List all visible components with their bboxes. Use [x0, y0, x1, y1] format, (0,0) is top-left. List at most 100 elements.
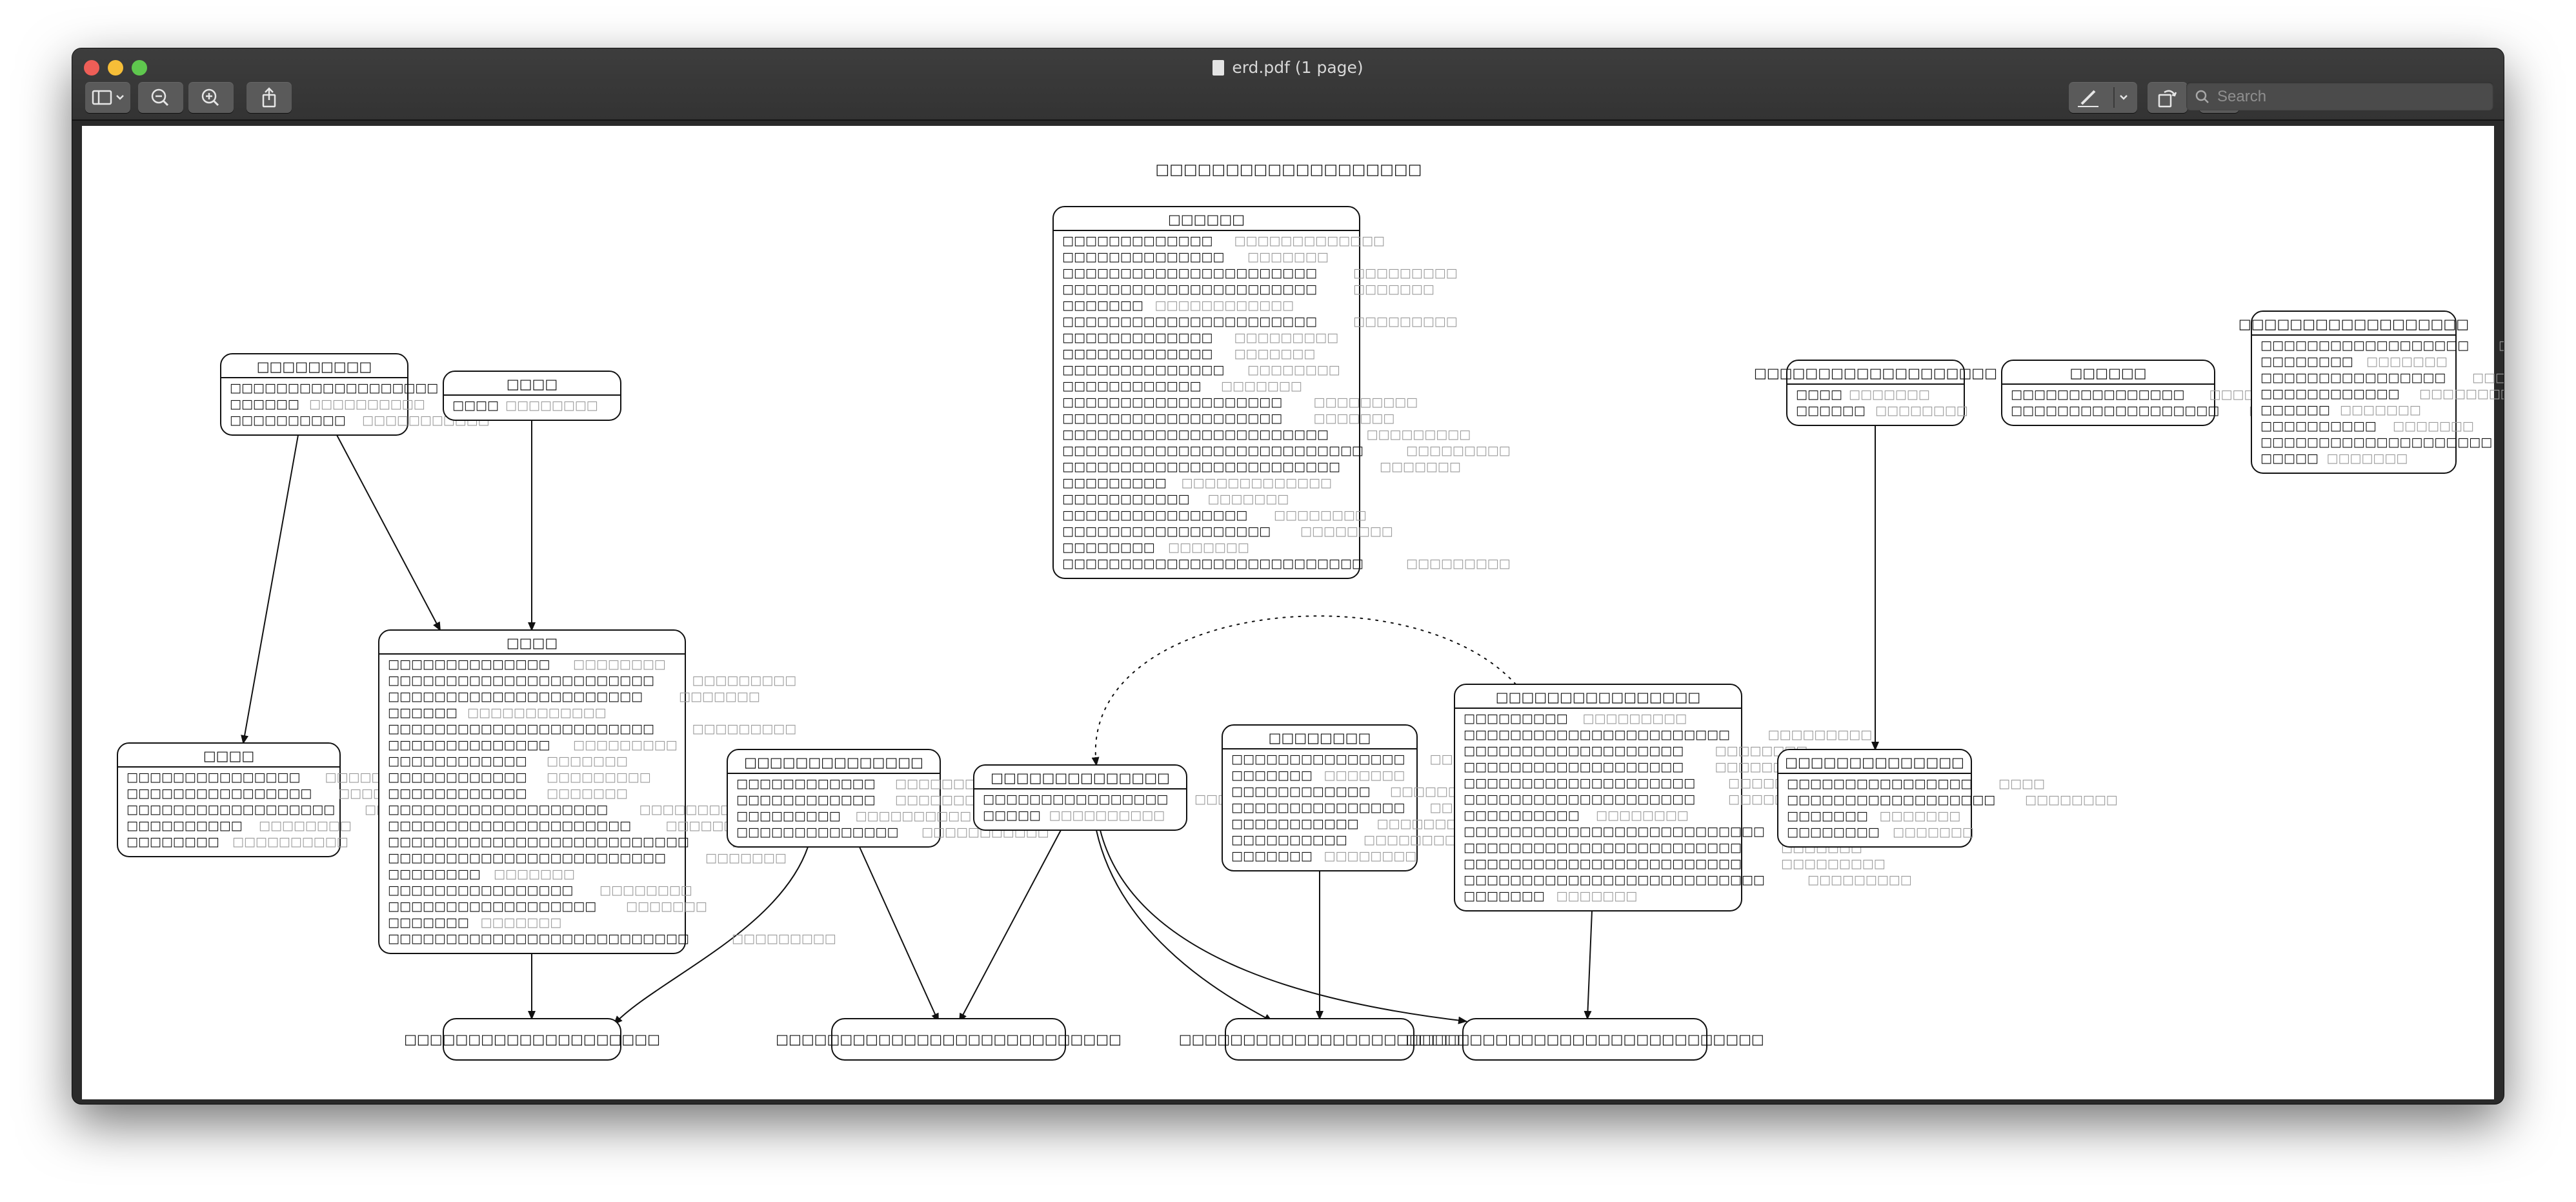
minimize-window-button[interactable]: [108, 60, 123, 76]
window-title: erd.pdf (1 page): [72, 55, 2504, 81]
field-name: □□□□□□□□□□□□□□□: [1231, 800, 1405, 815]
search-input[interactable]: [2216, 82, 2490, 112]
field-type: □□□□□□□: [2327, 451, 2408, 465]
field-name: □□□□□□□□□□□□□□□□□□□□□□□: [1464, 728, 1730, 742]
field-type: □□□□□□□□□□□□□: [1182, 476, 1332, 490]
document-icon: [1213, 60, 1225, 76]
field-type: □□□□□□□: [2340, 403, 2421, 417]
field-name: □□□□: [1796, 387, 1842, 402]
field-name: □□□□□□□□□: [1062, 476, 1167, 490]
field-name: □□□□□□□□□□□□□□□□□□□□□□□□□□: [1464, 824, 1765, 839]
field-type: □□□□□□□□: [1324, 849, 1417, 863]
field-type: □□□□□□□□: [573, 657, 666, 671]
field-name: □□□□□□□□□: [736, 809, 841, 823]
field-name: □□□□□□□□□□□□□□□□□□□□□: [388, 819, 631, 833]
field-name: □□□□□□□□□□□□: [1231, 784, 1370, 799]
zoom-window-button[interactable]: [132, 60, 147, 76]
rotate-icon: [2158, 90, 2177, 108]
search-field[interactable]: [2186, 82, 2493, 112]
field-type: □□□□□□□□: [1247, 363, 1340, 377]
field-type: □□□□□□□□□: [1406, 556, 1511, 571]
field-type: □□□□□□□: [1208, 492, 1289, 506]
field-type: □□□□□□□: [2366, 354, 2448, 369]
field-name: □□□□□□□□□□□□□□□□□□: [1062, 524, 1271, 538]
field-type: □□□□□□□□: [505, 398, 598, 413]
field-type: □□□□□□□: [547, 754, 628, 768]
field-name: □□□□□□□□□□□□□□□: [2011, 387, 2184, 402]
entity-box: [378, 629, 686, 954]
field-name: □□□□□□□□□□□□□□□□□□□□□□: [1062, 282, 1317, 296]
target-node-0: □□□□□□□□□□□□□□□□□□□□: [404, 1018, 660, 1061]
field-name: □□□□□□□□□□: [1231, 833, 1347, 847]
sidebar-icon: [92, 90, 124, 105]
field-name: □□□□□□□□□□□□□□: [1062, 250, 1224, 264]
entity-box: [2001, 360, 2215, 426]
search-icon: [2195, 90, 2209, 103]
field-name: □□□□□□□□□□□□□□□□□□: [2011, 403, 2219, 418]
field-name: □□□□□□□□□□□: [1231, 817, 1358, 831]
field-name: □□□□□□□: [1231, 849, 1313, 863]
field-type: □□□□□□□□□□: [2419, 387, 2504, 401]
entity-12: □□□□□□□□□□□□□□□□□□□□□□□□□□□□□□□□□□□□□□□□…: [1777, 749, 2118, 848]
edge-8-6-dotted: [1091, 615, 1516, 766]
field-type: □□□□□□□□□□□□□: [1234, 234, 1385, 248]
close-window-button[interactable]: [84, 60, 99, 76]
erd-diagram: □□□□□□□□□□□□□□□□□□□□□□□□□□□□□□□□□□□□□□□□…: [117, 161, 2504, 1061]
field-name: □□□□: [452, 398, 499, 413]
field-name: □□□□□□□□□□□□□□□□□□: [388, 899, 596, 913]
field-name: □□□□□: [2260, 451, 2319, 465]
entity-title: □□□□□□□□□□□□□□□□: [1496, 689, 1700, 705]
target-box: [831, 1018, 1066, 1061]
target-node-2: □□□□□□□□□□□□□□□□□□□□□□: [1179, 1018, 1461, 1061]
entity-title: □□□□: [507, 635, 558, 651]
field-type: □□□□□□□: [1377, 817, 1458, 831]
field-name: □□□□□□□□□□□□□□□□□□: [1787, 793, 1995, 807]
markup-button[interactable]: [2069, 82, 2137, 113]
zoom-out-icon: [151, 88, 169, 107]
field-type: □□□□□□□□□: [1583, 711, 1687, 726]
field-type: □□□□□□□: [1556, 889, 1638, 903]
target-box: [443, 1018, 621, 1061]
field-type: □□□□□□□□□: [1353, 314, 1458, 329]
field-name: □□□□□□□□□□□□□□: [1062, 363, 1224, 377]
entity-box: [1052, 206, 1360, 579]
edge-6-t3: [1100, 830, 1467, 1024]
zoom-out-button[interactable]: [138, 82, 183, 113]
entity-title: □□□□: [507, 376, 558, 392]
field-name: □□□□□□□□□□□□□□□□□□□□□□□: [388, 722, 654, 736]
field-type: □□□□□□□: [1221, 379, 1302, 393]
field-type: □□□□□□□: [1353, 282, 1434, 296]
field-type: □□□□□□□□□□: [232, 835, 348, 849]
field-type: □□□□□□□: [481, 915, 562, 930]
field-name: □□□□□□□□: [2260, 354, 2353, 369]
edge-5-t0: [613, 846, 809, 1025]
field-name: □□□□□□□□□□□□□□□□: [1787, 777, 1972, 791]
field-name: □□□□□□□□□□□□: [1062, 379, 1201, 393]
field-name: □□□□□□□□□□□□□□: [388, 657, 550, 671]
field-type: □□□□□□□: [1380, 460, 1461, 474]
target-node-1: □□□□□□□□□□□□□□□□□□□□□□□□□□□: [776, 1018, 1122, 1061]
entity-0: □□□□□□□□□□□□□□□□□□□□□□□□□□□□□□□□□□□□□□□□…: [1052, 206, 1511, 579]
field-type: □□□□□□□: [2472, 371, 2504, 385]
entity-title: □□□□: [203, 748, 254, 764]
rotate-button[interactable]: [2148, 82, 2188, 113]
field-type: □□□□□□□□□□: [1363, 833, 1480, 847]
field-type: □□□□□□□: [626, 899, 707, 913]
field-type: □□□□□□□: [2499, 338, 2504, 352]
share-button[interactable]: [247, 82, 292, 113]
field-name: □□□□□□□□□□□□□□□□□□□□□□: [1062, 266, 1317, 280]
field-name: □□□□□□□□□□□□□□□□□□□□□□□□: [388, 851, 666, 865]
field-type: □□□□□□□: [1314, 411, 1395, 425]
field-type: □□□□□□□: [1234, 347, 1316, 361]
sidebar-toggle-button[interactable]: [85, 82, 130, 113]
field-type: □□□□□□□□□□□□: [1155, 298, 1294, 312]
pdf-page: □□□□□□□□□□□□□□□□□□□□□□□□□□□□□□□□□□□□□□□□…: [82, 126, 2504, 1099]
field-type: □□□□□□□: [1849, 387, 1930, 402]
share-icon: [262, 87, 276, 108]
zoom-in-button[interactable]: [188, 82, 234, 113]
field-name: □□□□□□□□□□: [126, 819, 243, 833]
field-name: □□□□□□□□: [1062, 540, 1155, 555]
target-label: □□□□□□□□□□□□□□□□□□□□□□: [1179, 1032, 1461, 1047]
field-type: □□□□□□□□□□: [309, 397, 425, 411]
field-type: □□□□□□□: [1168, 540, 1249, 555]
